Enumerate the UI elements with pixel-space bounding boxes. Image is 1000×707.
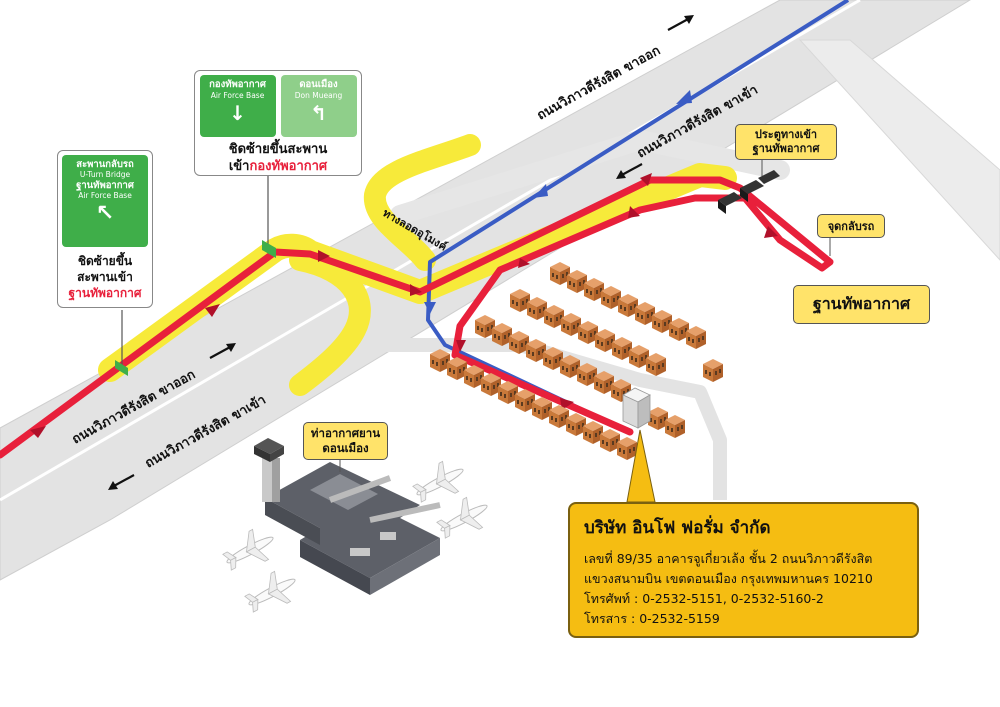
red-arrow — [318, 250, 330, 262]
blue-arrow — [533, 184, 548, 198]
arrow-left-icon — [616, 163, 643, 179]
blue-arrow — [676, 90, 692, 104]
red-arrow — [456, 340, 466, 352]
company-address-2: แขวงสนามบิน เขตดอนเมือง กรุงเทพมหานคร 10… — [584, 571, 873, 586]
arrow-right-icon — [209, 343, 236, 359]
gate-label: ประตูทางเข้า ฐานทัพอากาศ — [735, 124, 837, 160]
blue-arrow — [424, 302, 436, 314]
road-base-access — [798, 39, 1000, 261]
arrow-right-icon — [667, 15, 694, 31]
red-arrow — [410, 284, 422, 296]
sign-uturn-line3: ฐานทัพอากาศ — [76, 180, 134, 191]
uturn-point-label: จุดกลับรถ — [817, 214, 885, 238]
sign-uturn-callout: สะพานกลับรถ U-Turn Bridge ฐานทัพอากาศ Ai… — [57, 150, 153, 308]
sign-uturn-desc3: ฐานทัพอากาศ — [68, 286, 142, 300]
sign-bridge-right-en: Don Mueang — [294, 91, 343, 100]
airport-label-line1: ท่าอากาศยาน — [310, 426, 381, 440]
sign-uturn-line1: สะพานกลับรถ — [76, 159, 134, 170]
tunnel-ramp — [363, 134, 481, 271]
road-ramp-upper — [390, 129, 790, 225]
road-lower-loop — [360, 338, 727, 500]
green-sign-air-force: กองทัพอากาศ Air Force Base ↓ — [199, 75, 276, 137]
airport-label-line2: ดอนเมือง — [322, 441, 369, 455]
red-arrow — [205, 304, 220, 317]
company-fax: โทรสาร : 0-2532-5159 — [584, 611, 720, 626]
arrow-down-icon: ↓ — [229, 101, 246, 125]
red-route-line — [0, 176, 834, 459]
gate-barriers — [718, 170, 780, 214]
red-arrow — [764, 226, 778, 238]
sign-uturn-line4: Air Force Base — [78, 191, 132, 200]
green-sign-don-mueang: ดอนเมือง Don Mueang ↰ — [280, 75, 357, 137]
sign-bridge-desc2b: กองทัพอากาศ — [249, 159, 328, 174]
red-arrow — [30, 426, 46, 438]
company-name: บริษัท อินโฟ ฟอรั่ม จำกัด — [584, 518, 771, 538]
sign-bridge-desc2: เข้ากองทัพอากาศ — [199, 158, 357, 175]
red-route — [0, 173, 834, 459]
red-arrow — [628, 206, 640, 218]
sign-bridge-desc2a: เข้า — [228, 159, 250, 174]
arrow-up-left-icon: ↖ — [95, 201, 115, 226]
sign-uturn-line2: U-Turn Bridge — [79, 170, 131, 179]
red-arrow — [518, 258, 530, 268]
control-tower — [254, 438, 284, 502]
terminal-roof — [265, 462, 440, 578]
sign-bridge-right-th: ดอนเมือง — [299, 79, 338, 90]
company-address-1: เลขที่ 89/35 อาคารจูเกี่ยวเล้ง ชั้น 2 ถน… — [584, 551, 873, 566]
green-sign-uturn: สะพานกลับรถ U-Turn Bridge ฐานทัพอากาศ Ai… — [62, 155, 148, 247]
u-turn-arrow-icon: ↰ — [310, 101, 327, 125]
airport — [218, 438, 496, 620]
company-phone: โทรศัพท์ : 0-2532-5151, 0-2532-5160-2 — [584, 591, 824, 606]
gate-label-line2: ฐานทัพอากาศ — [752, 142, 820, 155]
office-tower — [622, 387, 651, 429]
sign-bridge-callout: กองทัพอากาศ Air Force Base ↓ ดอนเมือง Do… — [194, 70, 362, 176]
red-arrow — [640, 173, 652, 186]
sign-bridge-left-th: กองทัพอากาศ — [209, 79, 266, 90]
sign-bridge-desc1: ชิดซ้ายขึ้นสะพาน — [228, 142, 328, 157]
arrow-left-icon — [108, 474, 135, 490]
sign-bridge-left-en: Air Force Base — [210, 91, 265, 100]
direction-arrows — [108, 15, 694, 490]
don-mueang-airport-label: ท่าอากาศยาน ดอนเมือง — [303, 422, 388, 460]
red-arrow — [560, 398, 574, 410]
sign-uturn-desc2: สะพานเข้า — [77, 270, 133, 284]
buildings-cluster — [430, 262, 723, 460]
gate-label-line1: ประตูทางเข้า — [754, 128, 818, 141]
sign-uturn-desc1: ชิดซ้ายขึ้น — [77, 254, 133, 268]
air-force-base-label: ฐานทัพอากาศ — [793, 285, 930, 324]
company-info-box: บริษัท อินโฟ ฟอรั่ม จำกัด เลขที่ 89/35 อ… — [568, 502, 919, 638]
